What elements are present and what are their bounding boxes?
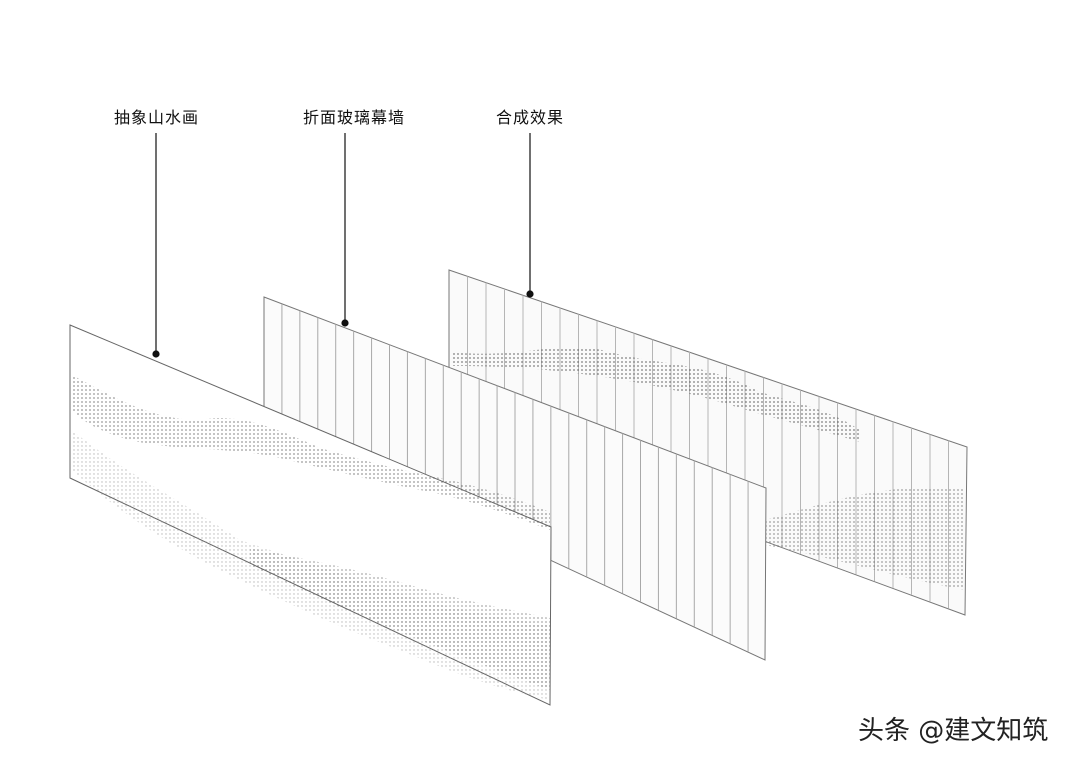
watermark: 头条 @建文知筑 [858, 710, 1048, 747]
painting-label: 抽象山水画 [114, 104, 199, 128]
glass-wall-label: 折面玻璃幕墙 [303, 104, 405, 128]
result-label: 合成效果 [496, 104, 564, 128]
